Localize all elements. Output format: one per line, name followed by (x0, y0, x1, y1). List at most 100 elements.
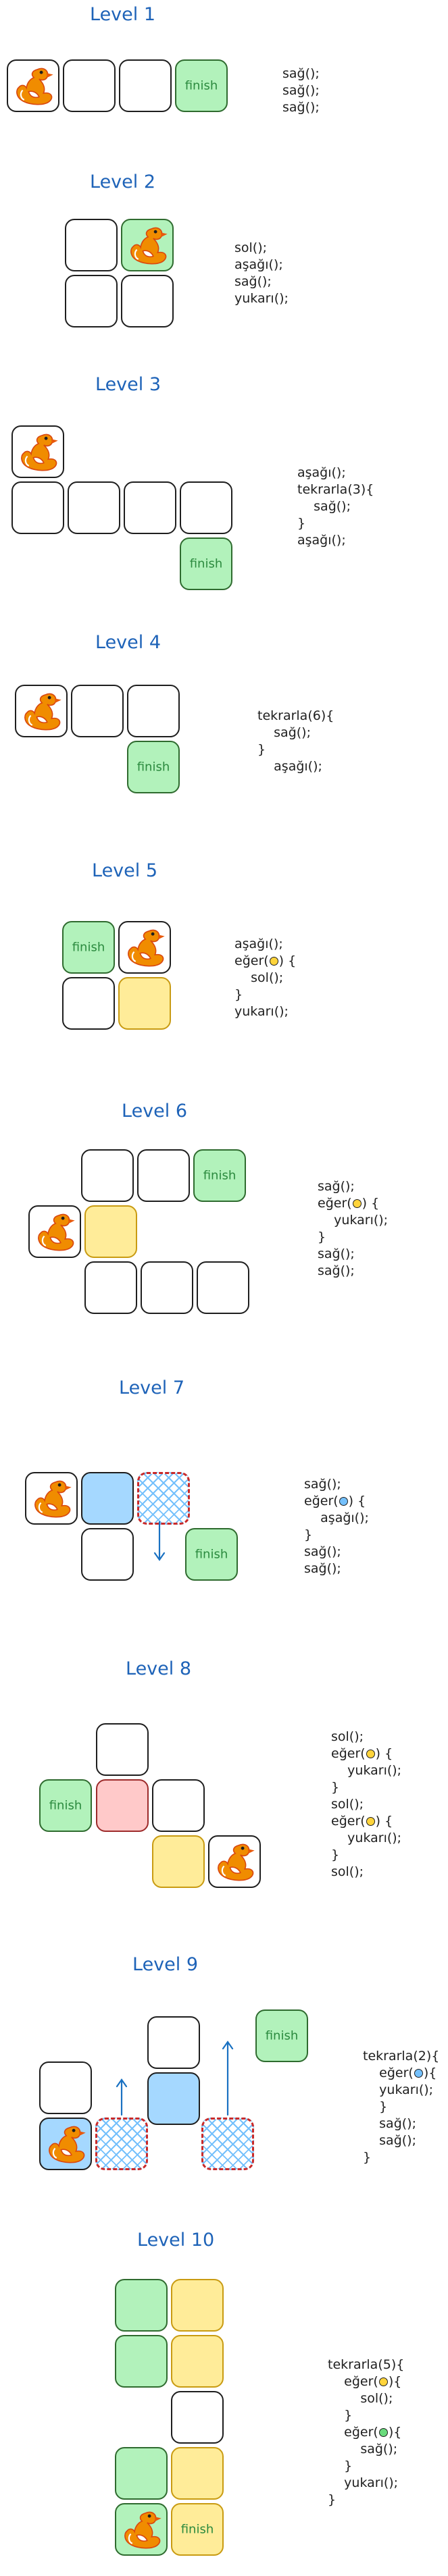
finish-tile: finish (180, 537, 232, 590)
code-line: sağ(); (304, 1544, 341, 1559)
code-line: sol(); (328, 2391, 393, 2406)
tile (127, 685, 180, 737)
duck-icon (128, 929, 165, 967)
code-line: } (318, 1230, 326, 1244)
yellow-condition-dot-icon (366, 1817, 375, 1826)
arrow-icon (153, 1521, 166, 1561)
tile (197, 1261, 249, 1314)
finish-label: finish (195, 1547, 228, 1562)
level-5: Level 5 finish aşağı();eğer() { sol();}y… (0, 844, 448, 1074)
duck-icon (34, 1480, 72, 1518)
yellow-condition-dot-icon (269, 957, 278, 966)
level-1: Level 1 finish sağ();sağ();sağ(); (0, 0, 448, 176)
code-line: } (297, 516, 306, 531)
arrow-icon (222, 2041, 234, 2116)
code-line: } (328, 2459, 353, 2473)
code-line: eğer() { (331, 1814, 393, 1829)
yellow-tile (152, 1835, 205, 1888)
tile (96, 1723, 149, 1776)
tile (68, 481, 120, 534)
code-line: eğer(){ (363, 2066, 437, 2080)
level-title: Level 10 (137, 2230, 215, 2251)
code-line: sağ(); (304, 1477, 341, 1492)
finish-tile: finish (175, 59, 228, 112)
code-line: sol(); (331, 1729, 364, 1744)
finish-tile: finish (193, 1149, 246, 1202)
duck-icon (16, 68, 53, 105)
code-line: tekrarla(3){ (297, 482, 374, 497)
level-title: Level 3 (95, 374, 161, 395)
code-block: aşağı();tekrarla(3){ sağ();}aşağı(); (297, 465, 374, 549)
tile (81, 1528, 134, 1581)
code-block: sağ();eğer() { aşağı();}sağ();sağ(); (304, 1476, 369, 1577)
tile (180, 481, 232, 534)
code-line: eğer() { (304, 1494, 366, 1508)
code-line: sağ(); (328, 2442, 398, 2456)
tile-with-character (115, 2503, 168, 2556)
tile (119, 59, 172, 112)
yellow-tile (84, 1205, 137, 1258)
code-block: sağ();sağ();sağ(); (282, 65, 320, 116)
duck-icon (49, 2126, 86, 2163)
finish-tile: finish (255, 2009, 308, 2062)
yellow-condition-dot-icon (352, 1199, 362, 1208)
level-8: Level 8 finish sol();eğer() { yukarı();}… (0, 1648, 448, 1931)
code-line: eğer(){ (328, 2374, 402, 2389)
code-line: tekrarla(6){ (257, 708, 334, 723)
level-title: Level 2 (90, 172, 156, 192)
tile (11, 481, 64, 534)
code-line: eğer() { (318, 1196, 380, 1211)
blue-condition-dot-icon (339, 1497, 348, 1506)
code-line: } (363, 2099, 388, 2114)
tile (39, 2061, 92, 2114)
code-line: sağ(); (318, 1179, 355, 1194)
level-title: Level 6 (122, 1101, 188, 1122)
finish-label: finish (203, 1168, 237, 1183)
code-line: } (331, 1847, 340, 1862)
code-line: sağ(); (257, 725, 311, 740)
duck-icon (218, 1843, 255, 1881)
code-line: aşağı(); (234, 937, 283, 951)
tile (63, 59, 116, 112)
code-line: } (331, 1780, 340, 1795)
duck-icon (38, 1213, 75, 1251)
code-block: tekrarla(5){ eğer(){ sol(); } eğer(){ sa… (328, 2357, 404, 2508)
tile (11, 425, 64, 478)
code-line: eğer() { (234, 953, 297, 968)
tile (118, 921, 171, 974)
blue-tile (147, 2072, 200, 2125)
tile-with-character (39, 2118, 92, 2170)
code-line: aşağı(); (297, 533, 346, 548)
tile-with-character (121, 219, 174, 271)
tile (124, 481, 176, 534)
tile (137, 1149, 190, 1202)
level-7: Level 7 finish sağ();eğer() { aşağı();}s… (0, 1364, 448, 1675)
finish-label: finish (49, 1798, 82, 1813)
code-block: sol();aşağı();sağ();yukarı(); (234, 240, 289, 307)
finish-label: finish (189, 556, 223, 571)
level-3: Level 3 finish aşağı();tekrarla(3){ sağ(… (0, 365, 448, 621)
code-line: sol(); (234, 970, 284, 985)
code-line: aşağı(); (234, 257, 283, 272)
duck-icon (130, 227, 168, 265)
duck-icon (24, 693, 61, 731)
duck-icon (124, 2511, 161, 2549)
finish-tile: finish (185, 1528, 238, 1581)
code-line: sağ(); (363, 2116, 416, 2131)
level-10: Level 10 finish tekrarla(5){ eğer(){ sol… (0, 2215, 448, 2576)
hatched-tile (95, 2118, 148, 2170)
finish-tile: finish (127, 741, 180, 793)
code-line: eğer() { (331, 1746, 393, 1761)
code-line: } (257, 742, 266, 757)
code-line: sağ(); (282, 100, 320, 115)
level-2: Level 2 sol();aşağı();sağ();yukarı(); (0, 162, 448, 365)
code-line: sağ(); (304, 1561, 341, 1576)
tile (208, 1835, 261, 1888)
tile (15, 685, 68, 737)
code-line: tekrarla(2){ (363, 2049, 440, 2064)
level-title: Level 7 (119, 1377, 185, 1398)
code-line: sağ(); (282, 83, 320, 98)
code-block: sol();eğer() { yukarı();}sol();eğer() { … (331, 1729, 401, 1881)
finish-tile: finish (39, 1779, 92, 1832)
tile (121, 275, 174, 327)
